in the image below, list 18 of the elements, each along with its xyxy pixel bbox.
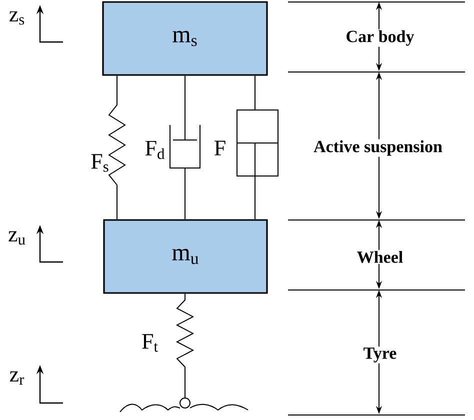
edge-label: F$_{s}$ — [91, 154, 108, 172]
edge-label: F$_{d}$ — [145, 140, 165, 160]
damper — [170, 75, 200, 220]
section-label: Active suspension — [312, 139, 444, 157]
coordinate-label: z$_{s}$ — [9, 11, 24, 25]
mass-box: m$_{u}$ — [103, 219, 268, 294]
coordinate-label: z$_{r}$ — [10, 371, 24, 385]
road-contact-circle — [180, 398, 190, 408]
spring — [176, 293, 194, 398]
edge-label: F$_{t}$ — [142, 334, 158, 352]
section-label: Wheel — [356, 250, 404, 264]
section-label: Car body — [344, 29, 416, 47]
mass-box: m$_{s}$ — [102, 1, 268, 76]
coordinate-label: z$_{u}$ — [8, 231, 26, 245]
actuator — [236, 75, 278, 220]
edge-label: F — [214, 140, 226, 156]
spring — [108, 75, 126, 220]
section-label: Tyre — [362, 346, 398, 364]
